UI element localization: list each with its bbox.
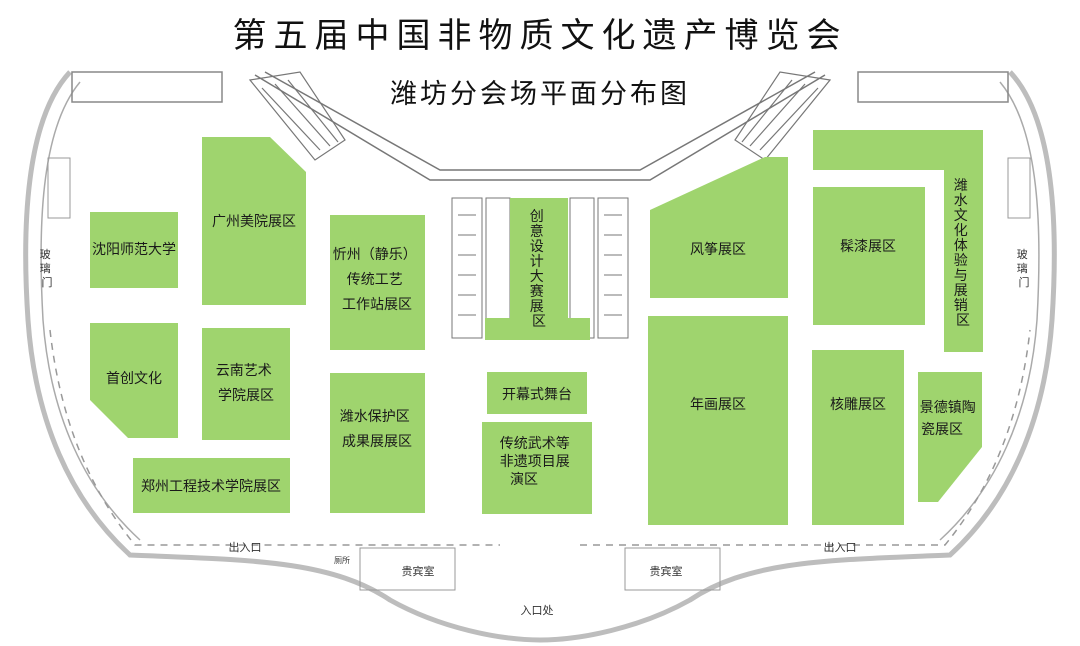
vip-room-right — [624, 547, 721, 591]
zone-newyear[interactable] — [648, 316, 788, 525]
zone-zhengzhou[interactable] — [133, 458, 290, 513]
label-toilet: 厕所 — [334, 555, 350, 565]
label-exit-right: 出入口 — [824, 540, 857, 554]
label-exit-left: 出入口 — [229, 540, 262, 554]
inner-wall — [40, 81, 1040, 541]
top-left-cabinets — [71, 71, 223, 103]
label-guangzhou: 广州美院展区 — [212, 214, 296, 230]
right-stairs — [734, 71, 832, 161]
label-opening-stage: 开幕式舞台 — [502, 387, 572, 403]
zone-xinzhou[interactable] — [330, 215, 425, 350]
map-title: 第五届中国非物质文化遗产博览会 — [232, 16, 848, 56]
label-newyear: 年画展区 — [690, 397, 746, 413]
map-subtitle: 潍坊分会场平面分布图 — [390, 79, 690, 110]
label-glass-door-right: 玻 璃 门 — [1017, 248, 1032, 289]
label-wushu: 传统武术等 非遗项目展 演区 — [500, 435, 574, 488]
label-jingdezhen: 景德镇陶 瓷展区 — [920, 400, 980, 438]
label-xinzhou: 忻州（静乐） 传统工艺 工作站展区 — [333, 247, 421, 313]
left-wall-panel — [47, 157, 71, 219]
label-yunnan: 云南艺术 学院展区 — [216, 363, 276, 404]
label-kite: 风筝展区 — [690, 241, 746, 258]
left-stairs — [248, 71, 346, 161]
vip-room-left — [359, 547, 456, 591]
outer-wall — [23, 70, 1057, 643]
zones — [90, 130, 983, 525]
perimeter-dashed-line — [49, 329, 1031, 546]
zone-guangzhou[interactable] — [202, 137, 306, 305]
facility-labels: 玻 璃 门 玻 璃 门 出入口 出入口 入口处 贵宾室 贵宾室 厕所 — [40, 248, 1032, 617]
label-weishui-protect: 潍水保护区 成果展展区 — [340, 409, 414, 450]
zone-weishui-culture[interactable] — [944, 130, 983, 352]
zone-wushu[interactable] — [482, 422, 592, 514]
label-vip-left: 贵宾室 — [402, 564, 435, 578]
zone-weishui-protect[interactable] — [330, 373, 425, 513]
zone-carving[interactable] — [812, 350, 904, 525]
escalator-right — [569, 197, 629, 339]
zone-lacquer[interactable] — [813, 187, 925, 325]
top-right-cabinets — [857, 71, 1009, 103]
top-stage-structure — [254, 71, 826, 181]
label-carving: 核雕展区 — [830, 397, 886, 413]
zone-shenyang[interactable] — [90, 212, 178, 288]
label-weishui-culture: 潍 水 文 化 体 验 与 展 销 区 — [954, 178, 972, 329]
zone-chuangyi-base — [485, 318, 590, 340]
right-wall-panel — [1007, 157, 1031, 219]
label-zhengzhou: 郑州工程技术学院展区 — [141, 479, 281, 495]
zone-labels: 沈阳师范大学 广州美院展区 忻州（静乐） 传统工艺 工作站展区 首创文化 云南艺… — [92, 178, 980, 495]
label-chuangyi: 创 意 设 计 大 赛 展 区 — [530, 209, 548, 330]
label-shouchuang: 首创文化 — [106, 371, 162, 387]
zone-yunnan[interactable] — [202, 328, 290, 440]
label-glass-door-left: 玻 璃 门 — [40, 248, 55, 289]
label-vip-right: 贵宾室 — [650, 564, 683, 578]
label-entrance: 入口处 — [521, 604, 554, 617]
zone-kite[interactable] — [650, 157, 788, 298]
label-lacquer: 髹漆展区 — [840, 239, 896, 255]
zone-chuangyi[interactable] — [510, 198, 568, 340]
zone-opening-stage[interactable] — [487, 372, 587, 414]
zone-shouchuang[interactable] — [90, 323, 178, 438]
label-shenyang: 沈阳师范大学 — [92, 241, 176, 258]
zone-jingdezhen[interactable] — [918, 372, 982, 502]
escalator-left — [451, 197, 511, 339]
